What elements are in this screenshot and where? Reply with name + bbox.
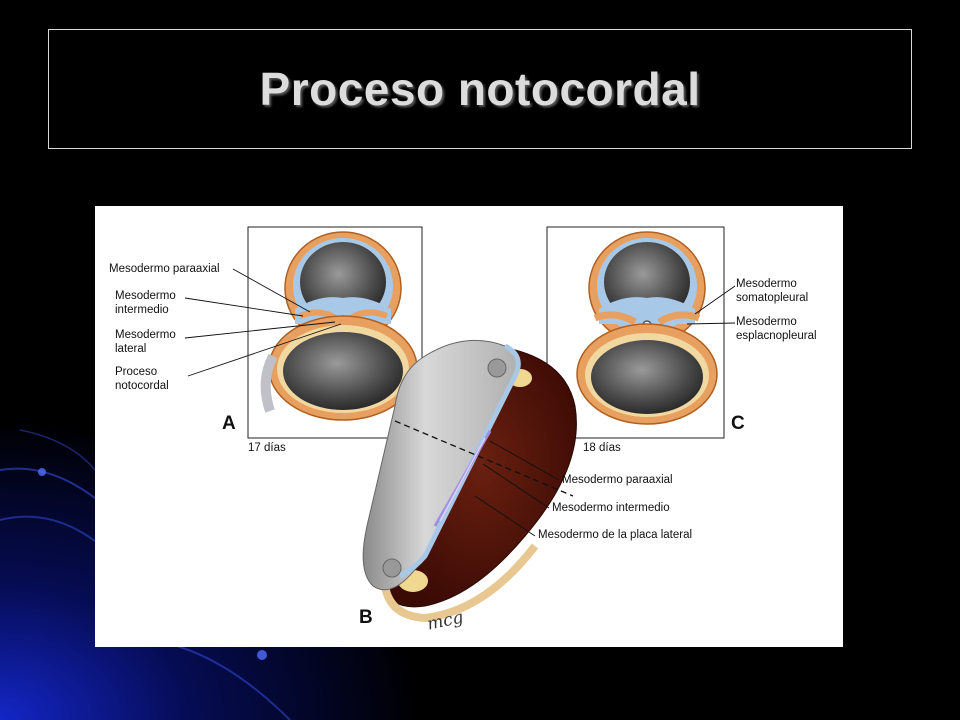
leader-lines-c — [686, 285, 736, 325]
panel-a-age: 17 días — [248, 442, 286, 454]
panel-letter-a: A — [222, 413, 236, 434]
label-mesodermo-esplacnopleural-2: esplacnopleural — [736, 330, 817, 342]
panel-letter-b: B — [359, 607, 373, 628]
label-mesodermo-esplacnopleural-1: Mesodermo — [736, 316, 797, 328]
label-mesodermo-intermedio-b: Mesodermo intermedio — [552, 502, 670, 514]
title-frame: Proceso notocordal — [48, 29, 912, 149]
panel-c-age: 18 días — [583, 442, 621, 454]
leader-lines-a — [184, 268, 342, 377]
label-mesodermo-lateral-a-2: lateral — [115, 343, 147, 355]
label-mesodermo-intermedio-a-2: intermedio — [115, 304, 169, 316]
label-mesodermo-paraaxial-b: Mesodermo paraaxial — [562, 474, 673, 486]
panel-a-embryo — [260, 231, 418, 421]
leader-lines-b — [474, 440, 560, 537]
slide-title: Proceso notocordal — [259, 63, 701, 115]
panel-letter-c: C — [731, 413, 745, 434]
embryo-figure: Mesodermo paraaxial Mesodermo intermedio… — [95, 206, 843, 647]
label-proceso-notocordal-1: Proceso — [115, 366, 158, 378]
label-mesodermo-placa-lateral-b: Mesodermo de la placa lateral — [538, 529, 693, 541]
panel-a-frame — [247, 226, 423, 439]
panel-c-embryo — [576, 231, 718, 425]
label-mesodermo-somatopleural-1: Mesodermo — [736, 278, 797, 290]
figure-drawing — [184, 226, 736, 623]
panel-b-embryo — [362, 339, 577, 623]
label-mesodermo-intermedio-a-1: Mesodermo — [115, 290, 176, 302]
panel-c-frame — [546, 226, 725, 439]
label-proceso-notocordal-2: notocordal — [115, 380, 169, 392]
label-mesodermo-somatopleural-2: somatopleural — [736, 292, 809, 304]
section-line — [394, 420, 574, 497]
label-mesodermo-paraaxial-a: Mesodermo paraaxial — [109, 263, 220, 275]
label-mesodermo-lateral-a-1: Mesodermo — [115, 329, 176, 341]
